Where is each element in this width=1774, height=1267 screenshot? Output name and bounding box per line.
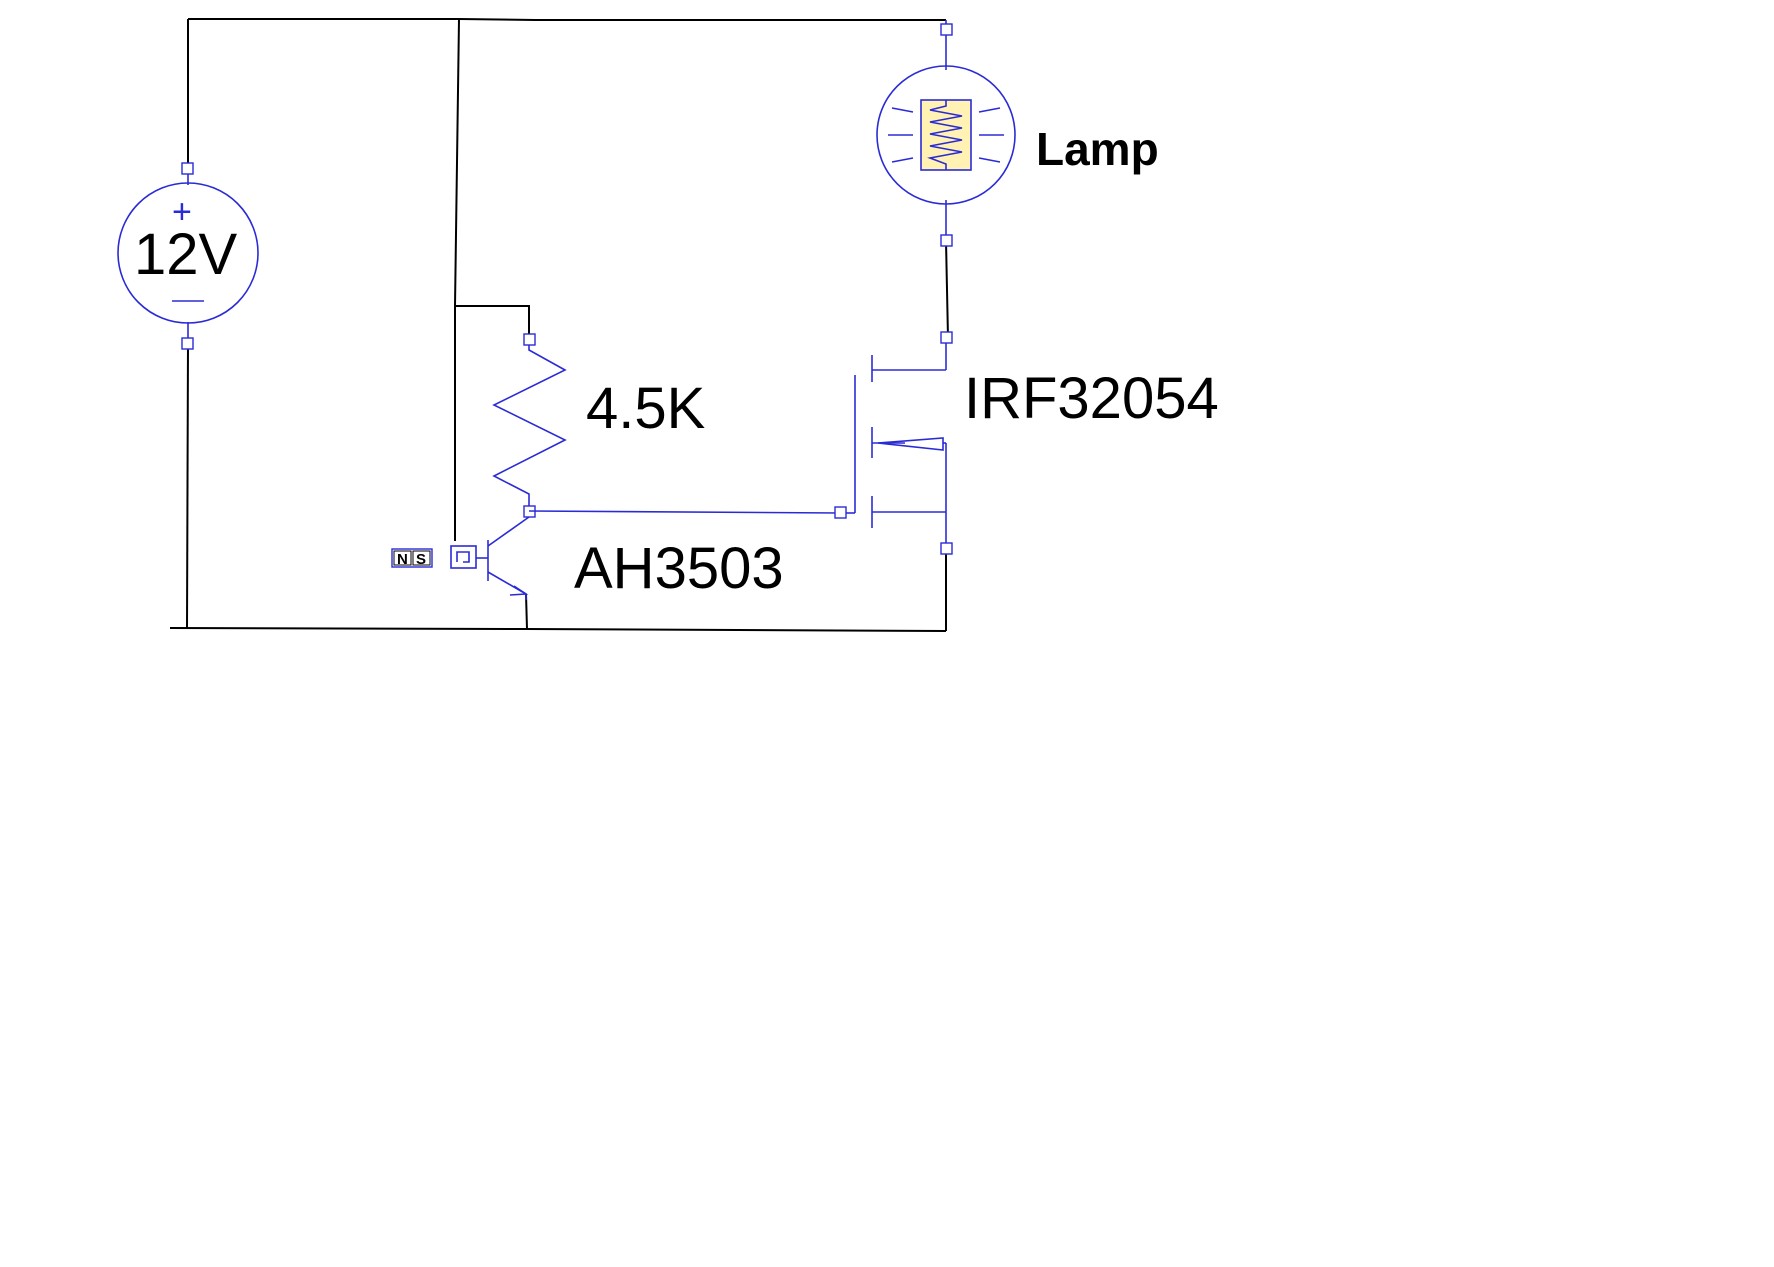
source-label: 12V [134,222,238,287]
lamp-filament-icon [927,100,963,170]
lamp-label: Lamp [1036,123,1159,175]
wire-bottom-rail [169,627,947,632]
resistor: 4.5K [492,333,706,518]
magnet-south: S [416,551,426,568]
wire-gate-signal [528,510,841,514]
wire-hall-supply [454,18,460,541]
lamp-rays-icon [888,107,1004,163]
wire-lamp-drain [945,240,949,339]
wire-resistor-supply [455,305,530,339]
lamp-filament-box [920,99,972,171]
wires [169,18,949,632]
hall-element [450,545,477,569]
mosfet-label: IRF32054 [964,366,1219,431]
resistor-zigzag [492,345,567,510]
mosfet-body-arrow [877,437,944,451]
magnet-north: N [397,551,408,568]
hall-transistor-collector [487,516,530,547]
mosfet: IRF32054 [854,331,1219,555]
hall-sensor: N S AH3503 [391,516,784,601]
voltage-source: + 12V [117,162,259,350]
lamp: Lamp [876,20,1159,247]
magnet-icon: N S [391,548,433,568]
wire-source-negative [186,342,189,629]
hall-emitter-arrow [509,585,529,596]
source-positive-mark: + [172,193,192,231]
wire-top-rail [188,18,946,21]
resistor-label: 4.5K [586,376,706,441]
hall-sensor-label: AH3503 [574,536,784,601]
